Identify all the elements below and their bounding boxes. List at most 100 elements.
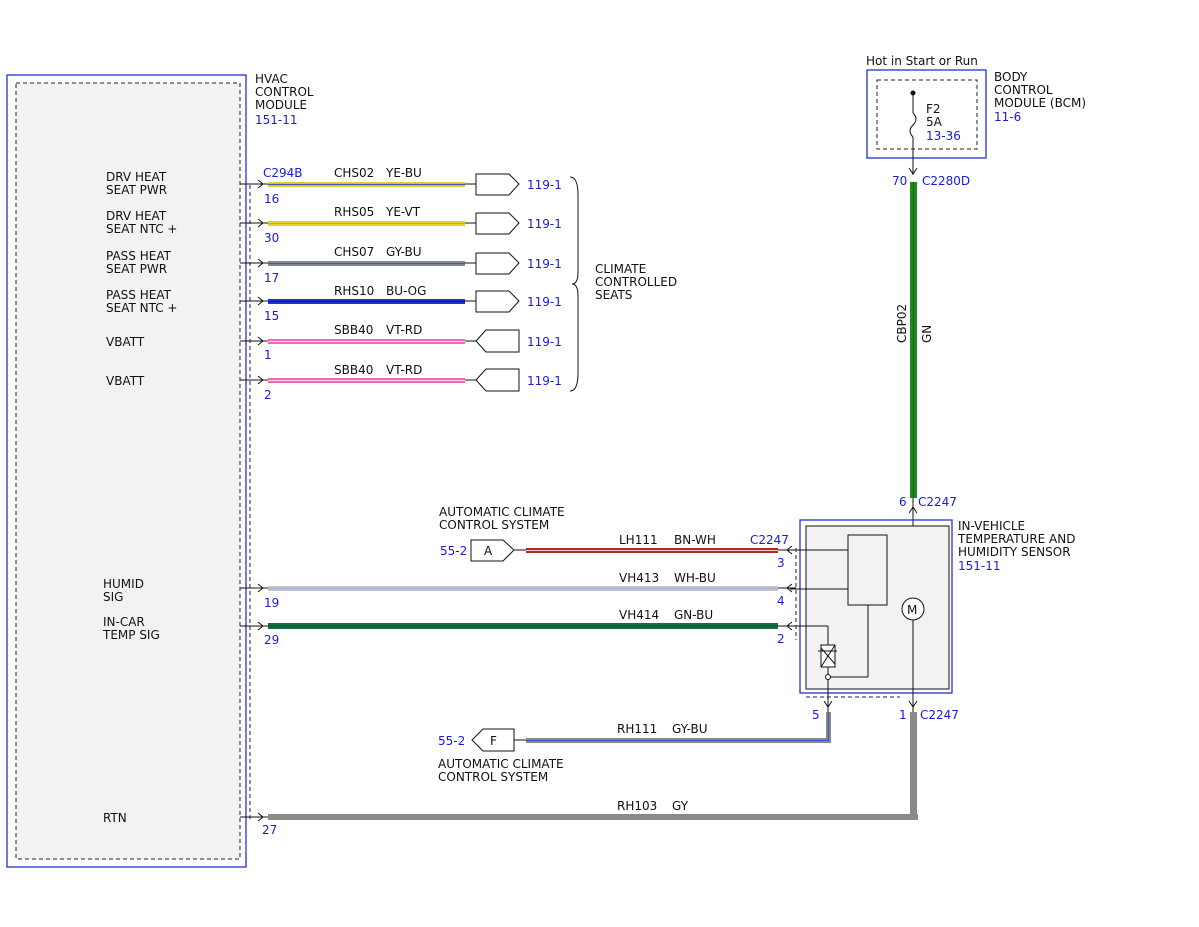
color-sbb40-1: VT-RD — [386, 323, 422, 337]
sensor-ref[interactable]: 151-11 — [958, 559, 1001, 573]
pin-19: 19 — [264, 596, 279, 610]
sensor-title-2: TEMPERATURE AND — [957, 532, 1076, 546]
rtn-group: RTN RH103 GY 27 — [103, 712, 918, 837]
ref-seat-6[interactable]: 119-1 — [527, 374, 562, 388]
color-vh414: GN-BU — [674, 608, 713, 622]
wire-rh103-vertical[interactable] — [910, 712, 917, 820]
ref-seat-4[interactable]: 119-1 — [527, 295, 562, 309]
hvac-title-2: CONTROL — [255, 85, 314, 99]
hvac-title-3: MODULE — [255, 98, 307, 112]
color-vh413: WH-BU — [674, 571, 716, 585]
color-lh111: BN-WH — [674, 533, 716, 547]
climate-seats-group: CLIMATE CONTROLLED SEATS — [569, 176, 677, 392]
cbp02-wire-group: CBP02 GN — [895, 182, 934, 498]
seat-row-3-label-2: SEAT PWR — [106, 262, 167, 276]
sensor-connector-bottom[interactable]: C2247 — [920, 708, 959, 722]
lh111-connector[interactable]: C2247 — [750, 533, 789, 547]
seat-row-1-label-1: DRV HEAT — [106, 170, 167, 184]
climate-seats-label-3: SEATS — [595, 288, 632, 302]
circuit-rhs05: RHS05 — [334, 205, 374, 219]
seat-circuit-row-2: DRV HEAT SEAT NTC + RHS05 YE-VT 30 119-1 — [106, 205, 562, 245]
acc-top-connector — [470, 539, 515, 562]
sensor-connector-top[interactable]: C2247 — [918, 495, 957, 509]
humid-label-1: HUMID — [103, 577, 144, 591]
sensor-pin-6: 6 — [899, 495, 907, 509]
circuit-sbb40-2: SBB40 — [334, 363, 373, 377]
acc-top-label-2: CONTROL SYSTEM — [439, 518, 549, 532]
ref-seat-1[interactable]: 119-1 — [527, 178, 562, 192]
hvac-module-housing — [15, 82, 241, 860]
connector-in-5 — [475, 329, 520, 353]
circuit-chs02: CHS02 — [334, 166, 374, 180]
bcm-pin-70: 70 — [892, 174, 907, 188]
seat-row-5-label: VBATT — [106, 335, 145, 349]
incar-label-2: TEMP SIG — [102, 628, 160, 642]
pin-2-hvac: 2 — [264, 388, 272, 402]
seat-row-2-label-1: DRV HEAT — [106, 209, 167, 223]
wire-rh103-horizontal[interactable] — [268, 814, 918, 820]
pin-29: 29 — [264, 633, 279, 647]
brace — [569, 176, 579, 392]
connector-out-2 — [475, 212, 520, 235]
circuit-vh413: VH413 — [619, 571, 659, 585]
seat-circuit-row-3: PASS HEAT SEAT PWR CHS07 GY-BU 17 119-1 — [106, 245, 562, 285]
fuse-ref[interactable]: 13-36 — [926, 129, 961, 143]
color-cbp02: GN — [920, 325, 934, 343]
seat-row-1-label-2: SEAT PWR — [106, 183, 167, 197]
bcm-outline — [866, 69, 987, 159]
color-rhs10: BU-OG — [386, 284, 426, 298]
pin-15: 15 — [264, 309, 279, 323]
circuit-rhs10: RHS10 — [334, 284, 374, 298]
fuse-rating: 5A — [926, 115, 943, 129]
sensor-pin-5: 5 — [812, 708, 820, 722]
acc-top-ref[interactable]: 55-2 — [440, 544, 467, 558]
acc-bottom-group: 55-2 F RH111 GY-BU AUTOMATIC CLIMATE CON… — [438, 712, 831, 784]
color-rh111: GY-BU — [672, 722, 708, 736]
hvac-connector-label[interactable]: C294B — [263, 166, 303, 180]
color-sbb40-2: VT-RD — [386, 363, 422, 377]
ref-seat-3[interactable]: 119-1 — [527, 257, 562, 271]
ref-seat-2[interactable]: 119-1 — [527, 217, 562, 231]
bcm-title-2: CONTROL — [994, 83, 1053, 97]
humidity-element — [847, 534, 888, 606]
connector-out-1 — [475, 173, 520, 196]
seat-circuit-row-4: PASS HEAT SEAT NTC + RHS10 BU-OG 15 119-… — [106, 284, 562, 323]
body-control-module: Hot in Start or Run F2 5A 13-36 BODY CON… — [866, 54, 1086, 188]
seat-row-4-label-1: PASS HEAT — [106, 288, 172, 302]
acc-bottom-label-1: AUTOMATIC CLIMATE — [438, 757, 564, 771]
pin-27: 27 — [262, 823, 277, 837]
sensor-pin-4: 4 — [777, 594, 785, 608]
circuit-cbp02: CBP02 — [895, 304, 909, 343]
circuit-chs07: CHS07 — [334, 245, 374, 259]
bcm-ref[interactable]: 11-6 — [994, 110, 1021, 124]
connector-out-3 — [475, 252, 520, 275]
hvac-ref[interactable]: 151-11 — [255, 113, 298, 127]
acc-bottom-letter: F — [490, 734, 497, 748]
seat-circuit-row-6: VBATT SBB40 VT-RD 2 119-1 — [106, 363, 562, 402]
connector-out-4 — [475, 290, 520, 313]
hvac-title-1: HVAC — [255, 72, 288, 86]
pin-17: 17 — [264, 271, 279, 285]
hvac-module-outline — [6, 74, 247, 868]
bcm-title-1: BODY — [994, 70, 1028, 84]
color-chs02: YE-BU — [385, 166, 422, 180]
bcm-connector[interactable]: C2280D — [922, 174, 970, 188]
circuit-rh103: RH103 — [617, 799, 657, 813]
sensor-pin-3: 3 — [777, 556, 785, 570]
sensor-outline — [799, 519, 953, 694]
color-rh103: GY — [672, 799, 689, 813]
acc-top-group: AUTOMATIC CLIMATE CONTROL SYSTEM 55-2 A … — [439, 505, 796, 570]
seat-row-4-label-2: SEAT NTC + — [106, 301, 177, 315]
ref-seat-5[interactable]: 119-1 — [527, 335, 562, 349]
climate-seats-label-1: CLIMATE — [595, 262, 646, 276]
pin-30: 30 — [264, 231, 279, 245]
in-vehicle-sensor: 6 C2247 M IN-VEHICLE TEMPERATURE AND HUM… — [790, 495, 1076, 722]
color-chs07: GY-BU — [386, 245, 422, 259]
connector-in-6 — [475, 368, 520, 392]
hvac-control-module: HVAC CONTROL MODULE 151-11 C294B — [6, 72, 314, 868]
sensor-title-3: HUMIDITY SENSOR — [958, 545, 1071, 559]
pin-1-hvac: 1 — [264, 348, 272, 362]
acc-bottom-ref[interactable]: 55-2 — [438, 734, 465, 748]
acc-top-letter: A — [484, 544, 493, 558]
